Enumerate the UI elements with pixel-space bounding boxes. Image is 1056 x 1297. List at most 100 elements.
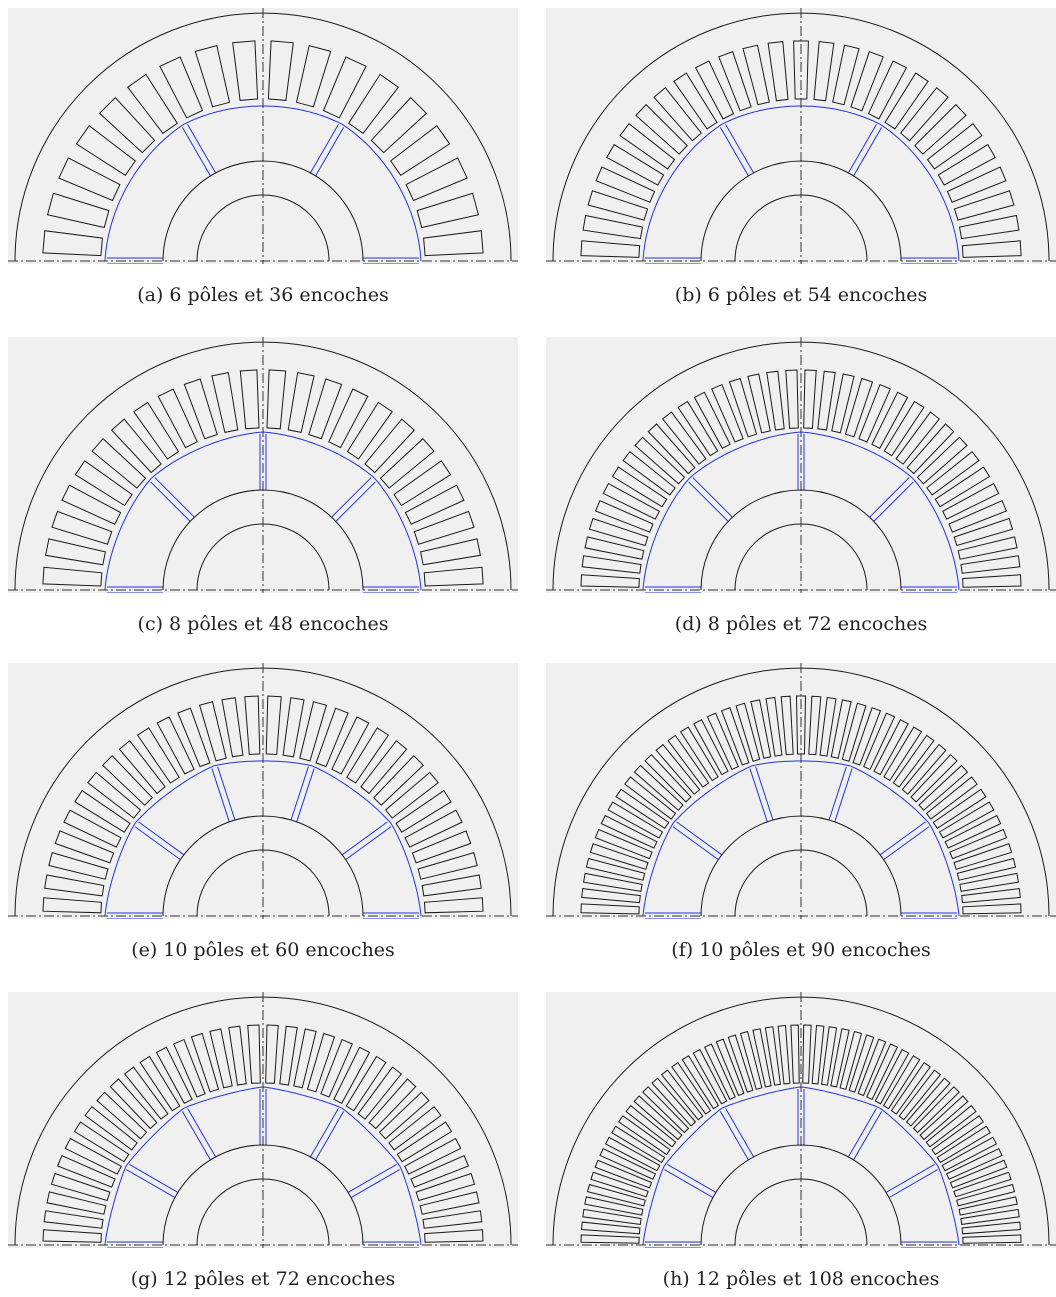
stator-slot [956, 857, 1017, 881]
rotor-barrier-line [150, 481, 191, 522]
stator-slot [647, 423, 696, 475]
stator-slot [651, 1077, 697, 1127]
rotor-barrier-line [347, 1163, 397, 1193]
stator-slot [766, 370, 785, 431]
rotor-barrier-line [692, 477, 733, 518]
machine-cross-section [8, 992, 518, 1248]
stator-slot [63, 809, 122, 848]
stator-slot [874, 1048, 910, 1105]
stator-slot [209, 1028, 233, 1089]
stator-slot [777, 1024, 791, 1085]
stator-slot [600, 814, 658, 849]
stator-slot [944, 814, 1002, 849]
stator-slot [661, 411, 707, 465]
stator-slot [900, 86, 949, 142]
subfigure-caption: (d) 8 pôles et 72 encoches [674, 613, 928, 635]
stator-slot [959, 872, 1019, 892]
rotor-barrier-line [828, 766, 847, 821]
stator-slot [961, 888, 1021, 904]
machine-cross-section [8, 663, 518, 919]
stator-slot [667, 734, 710, 788]
subfigure-caption: (h) 12 pôles et 108 encoches [662, 1268, 940, 1290]
stator-slot [622, 450, 676, 496]
stator-slot [948, 500, 1008, 533]
stator-slot [411, 830, 472, 864]
stator-slot [633, 1095, 683, 1141]
stator-slot [956, 1183, 1016, 1207]
stator-slot [247, 1024, 261, 1084]
stator-slot [946, 166, 1007, 203]
stator-slot [98, 96, 156, 154]
stator-slot [711, 383, 744, 443]
stator-slot [373, 754, 425, 806]
stator-slot [958, 1196, 1018, 1216]
stator-slot [585, 857, 646, 881]
rotor-barrier-line [719, 127, 749, 177]
stator-slot [584, 1196, 644, 1216]
stator-slot [692, 1048, 728, 1105]
rotor-barrier-line [847, 1108, 877, 1158]
rotor-barrier-line [187, 124, 217, 174]
stator-slot [790, 1024, 800, 1084]
rotor-barrier-line [883, 826, 930, 861]
stator-slot [742, 44, 770, 106]
motor-diagram-svg [546, 337, 1056, 593]
stator-slot [905, 1077, 951, 1127]
stator-slot [87, 771, 142, 819]
stator-slot [830, 1028, 850, 1088]
rotor-barrier-line [672, 826, 719, 861]
stator-slot [580, 1221, 641, 1235]
stator-slot [681, 1055, 720, 1110]
subfigure-caption: (f) 10 pôles et 90 encoches [671, 939, 931, 961]
subfigure-caption: (e) 10 pôles et 60 encoches [131, 939, 395, 961]
stator-slot [419, 1191, 480, 1215]
stator-slot [720, 707, 750, 766]
stator-slot [594, 1159, 653, 1189]
stator-slot [370, 96, 428, 154]
stator-slot [417, 851, 478, 880]
rotor-barrier-line [138, 821, 185, 856]
motor-diagram-svg [8, 8, 518, 264]
stator-slot [831, 373, 855, 434]
machine-cross-section [546, 337, 1056, 593]
stator-slot [388, 1105, 442, 1151]
stator-slot [396, 1121, 453, 1163]
stator-slot [360, 740, 408, 795]
stator-slot [611, 1125, 666, 1164]
stator-slot [315, 707, 349, 768]
stator-slot [916, 436, 968, 485]
stator-slot [671, 1062, 712, 1115]
stator-slot [618, 1115, 671, 1156]
stator-slot [328, 388, 369, 449]
stator-slot [221, 697, 244, 758]
stator-slot [693, 719, 729, 776]
stator-slot [346, 727, 390, 784]
stator-slot [384, 771, 439, 819]
stator-slot [615, 788, 670, 829]
rotor-barrier-line [134, 826, 181, 861]
stator-slot [42, 1229, 102, 1243]
stator-slot [802, 1024, 812, 1084]
rotor-barrier-line [315, 1111, 345, 1161]
stator-slot [839, 1030, 863, 1090]
stator-slot [586, 1183, 646, 1207]
motor-diagram-svg [546, 663, 1056, 919]
stator-slot [123, 1066, 169, 1120]
stator-slot [936, 1125, 991, 1164]
stator-slot [926, 450, 980, 496]
stator-slot [604, 1136, 661, 1172]
stator-slot [232, 40, 259, 101]
stator-slot [728, 377, 758, 438]
stator-slot [949, 1159, 1008, 1189]
stator-slot [228, 1025, 247, 1086]
stator-slot [780, 695, 794, 756]
stator-slot [299, 701, 328, 762]
stator-slot [925, 1104, 977, 1148]
stator-slot [633, 764, 684, 811]
stator-slot [607, 801, 664, 839]
stator-slot [594, 828, 653, 860]
stator-slot [421, 874, 482, 897]
stator-slot [413, 510, 475, 545]
rotor-barrier-line [853, 1111, 883, 1161]
motor-diagram-svg [8, 337, 518, 593]
